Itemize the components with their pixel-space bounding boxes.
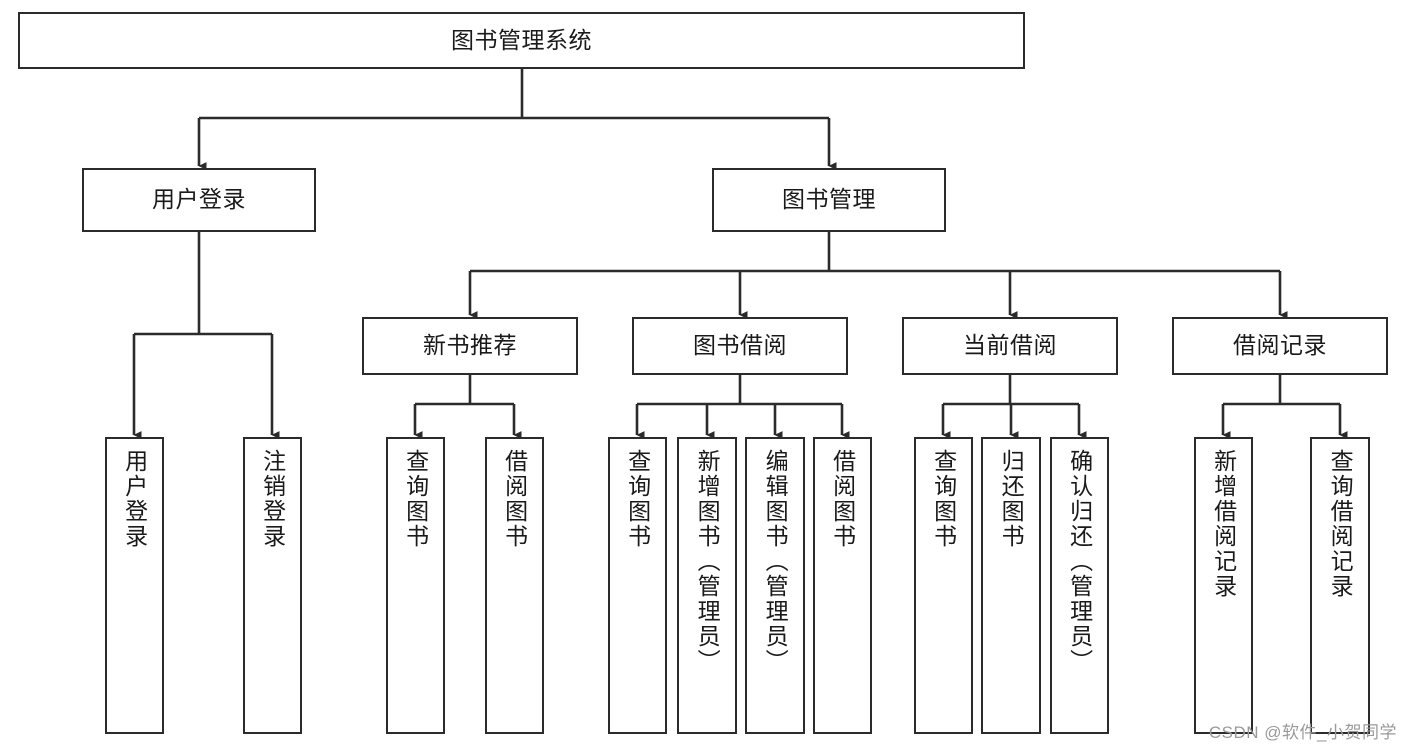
node-leaf-edit-book-label: 编辑图书（管理员） [762, 449, 789, 674]
node-leaf-query-record-label: 查询借阅记录 [1327, 449, 1354, 599]
node-leaf-logout-login-label: 注销登录 [259, 449, 286, 549]
node-leaf-logout-login[interactable]: 注销登录 [243, 437, 302, 734]
node-leaf-add-book[interactable]: 新增图书（管理员） [677, 437, 737, 734]
node-leaf-query-book-2-label: 查询图书 [624, 449, 651, 549]
node-leaf-return-book[interactable]: 归还图书 [981, 437, 1041, 734]
csdn-watermark: CSDN @软件_小贺同学 [1208, 723, 1397, 742]
node-user-login-label: 用户登录 [152, 186, 246, 213]
node-leaf-borrow-book-2-label: 借阅图书 [829, 449, 856, 549]
node-leaf-query-record[interactable]: 查询借阅记录 [1310, 437, 1370, 734]
node-leaf-user-login[interactable]: 用户登录 [105, 437, 164, 734]
node-leaf-query-book-3-label: 查询图书 [930, 449, 957, 549]
node-root-system-label: 图书管理系统 [451, 26, 592, 53]
node-book-manage-label: 图书管理 [782, 186, 876, 213]
node-leaf-confirm-return-label: 确认归还（管理员） [1066, 449, 1093, 674]
node-leaf-borrow-book-1[interactable]: 借阅图书 [485, 437, 544, 734]
node-current-borrow[interactable]: 当前借阅 [902, 317, 1118, 375]
node-book-manage[interactable]: 图书管理 [712, 168, 946, 232]
node-leaf-add-record[interactable]: 新增借阅记录 [1194, 437, 1253, 734]
node-root-system[interactable]: 图书管理系统 [18, 12, 1025, 69]
node-leaf-user-login-label: 用户登录 [121, 449, 148, 549]
node-leaf-query-book-2[interactable]: 查询图书 [608, 437, 667, 734]
node-new-book-recommend[interactable]: 新书推荐 [362, 317, 578, 375]
node-leaf-borrow-book-2[interactable]: 借阅图书 [813, 437, 872, 734]
node-leaf-query-book-1-label: 查询图书 [402, 449, 429, 549]
node-leaf-borrow-book-1-label: 借阅图书 [501, 449, 528, 549]
node-borrow-record[interactable]: 借阅记录 [1172, 317, 1388, 375]
node-user-login[interactable]: 用户登录 [82, 168, 316, 232]
node-leaf-add-book-label: 新增图书（管理员） [694, 449, 721, 674]
node-borrow-record-label: 借阅记录 [1233, 332, 1327, 359]
node-leaf-edit-book[interactable]: 编辑图书（管理员） [745, 437, 805, 734]
node-leaf-query-book-3[interactable]: 查询图书 [914, 437, 973, 734]
node-leaf-return-book-label: 归还图书 [998, 449, 1025, 549]
node-leaf-add-record-label: 新增借阅记录 [1210, 449, 1237, 599]
node-leaf-query-book-1[interactable]: 查询图书 [386, 437, 445, 734]
node-book-borrow-label: 图书借阅 [693, 332, 787, 359]
node-new-book-recommend-label: 新书推荐 [423, 332, 517, 359]
node-current-borrow-label: 当前借阅 [963, 332, 1057, 359]
node-leaf-confirm-return[interactable]: 确认归还（管理员） [1050, 437, 1109, 734]
node-book-borrow[interactable]: 图书借阅 [632, 317, 848, 375]
